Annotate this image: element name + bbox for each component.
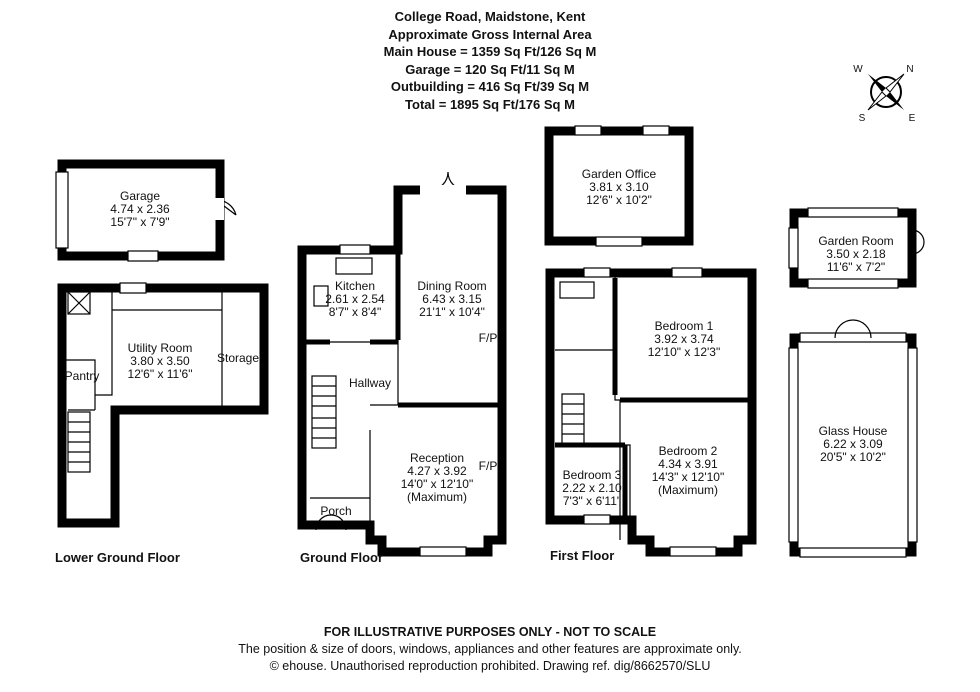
hallway-name: Hallway [349, 376, 391, 390]
bedroom3-metric: 2.22 x 2.10 [562, 481, 622, 495]
disclaimer: FOR ILLUSTRATIVE PURPOSES ONLY - NOT TO … [323, 625, 657, 639]
compass-s: S [859, 113, 866, 124]
kitchen-imperial: 8'7" x 8'4" [329, 305, 381, 319]
bedroom1-metric: 3.92 x 3.74 [654, 332, 714, 346]
garden-room-name: Garden Room [818, 234, 893, 248]
garden-office-imperial: 12'6" x 10'2" [586, 193, 652, 207]
compass-e: E [909, 113, 916, 124]
lower-ground-floor-label: Lower Ground Floor [55, 550, 180, 565]
glass-house-name: Glass House [819, 424, 888, 438]
garden-office-metric: 3.81 x 3.10 [589, 180, 649, 194]
lower-ground-floor-plan: Utility Room 3.80 x 3.50 12'6" x 11'6" S… [57, 282, 269, 528]
ground-floor-label: Ground Floor [300, 550, 383, 565]
utility-name: Utility Room [128, 341, 193, 355]
dining-imperial: 21'1" x 10'4" [419, 305, 485, 319]
storage-name: Storage [217, 351, 259, 365]
kitchen-metric: 2.61 x 2.54 [325, 292, 385, 306]
disclaimer-note: The position & size of doors, windows, a… [238, 642, 742, 656]
first-floor-label: First Floor [550, 548, 614, 563]
bedroom3-imperial: 7'3" x 6'11" [563, 494, 621, 508]
glass-house-plan: Glass House 6.22 x 3.09 20'5" x 10'2" [788, 319, 918, 558]
bedroom2-note: (Maximum) [658, 483, 718, 497]
reception-fireplace: F/P [479, 459, 498, 473]
dining-fireplace: F/P [479, 331, 498, 345]
garage-metric: 4.74 x 2.36 [110, 202, 170, 216]
porch-name: Porch [320, 504, 351, 518]
garden-office-name: Garden Office [582, 167, 657, 181]
glass-house-metric: 6.22 x 3.09 [823, 437, 883, 451]
garden-office-plan: Garden Office 3.81 x 3.10 12'6" x 10'2" [544, 125, 694, 247]
copyright: © ehouse. Unauthorised reproduction proh… [269, 659, 711, 673]
kitchen-name: Kitchen [335, 279, 375, 293]
garden-room-metric: 3.50 x 2.18 [826, 247, 886, 261]
bedroom1-imperial: 12'10" x 12'3" [648, 345, 721, 359]
compass-icon: W N S E [853, 64, 915, 124]
dining-name: Dining Room [417, 279, 486, 293]
compass-n: N [906, 64, 913, 75]
garden-room-imperial: 11'6" x 7'2" [827, 260, 885, 274]
bedroom2-metric: 4.34 x 3.91 [658, 457, 718, 471]
pantry-name: Pantry [65, 369, 100, 383]
reception-note: (Maximum) [407, 490, 467, 504]
main-house-area: Main House = 1359 Sq Ft/126 Sq M [383, 44, 597, 59]
glass-house-imperial: 20'5" x 10'2" [820, 450, 886, 464]
garage-imperial: 15'7" x 7'9" [110, 215, 169, 229]
ground-floor-plan: Kitchen 2.61 x 2.54 8'7" x 8'4" Dining R… [297, 171, 507, 557]
garage-area: Garage = 120 Sq Ft/11 Sq M [405, 61, 575, 77]
address-title: College Road, Maidstone, Kent [394, 9, 586, 24]
reception-imperial: 14'0" x 12'10" [401, 477, 474, 491]
first-floor-plan: Bedroom 1 3.92 x 3.74 12'10" x 12'3" Bed… [545, 267, 757, 557]
compass-w: W [853, 64, 863, 75]
bedroom3-name: Bedroom 3 [563, 468, 622, 482]
bedroom2-imperial: 14'3" x 12'10" [652, 470, 725, 484]
utility-imperial: 12'6" x 11'6" [128, 367, 193, 381]
area-summary: College Road, Maidstone, Kent Approximat… [0, 8, 980, 113]
utility-metric: 3.80 x 3.50 [130, 354, 190, 368]
footer: FOR ILLUSTRATIVE PURPOSES ONLY - NOT TO … [0, 624, 980, 675]
reception-name: Reception [410, 451, 464, 465]
bedroom1-name: Bedroom 1 [655, 319, 714, 333]
dining-metric: 6.43 x 3.15 [422, 292, 482, 306]
garage-plan: Garage 4.74 x 2.36 15'7" x 7'9" [55, 159, 237, 262]
garage-name: Garage [120, 189, 160, 203]
reception-metric: 4.27 x 3.92 [407, 464, 467, 478]
bedroom2-name: Bedroom 2 [659, 444, 718, 458]
total-area: Total = 1895 Sq Ft/176 Sq M [405, 96, 575, 112]
outbuilding-area: Outbuilding = 416 Sq Ft/39 Sq M [390, 79, 590, 94]
garden-room-plan: Garden Room 3.50 x 2.18 11'6" x 7'2" [788, 207, 925, 289]
area-subtitle: Approximate Gross Internal Area [388, 26, 592, 42]
